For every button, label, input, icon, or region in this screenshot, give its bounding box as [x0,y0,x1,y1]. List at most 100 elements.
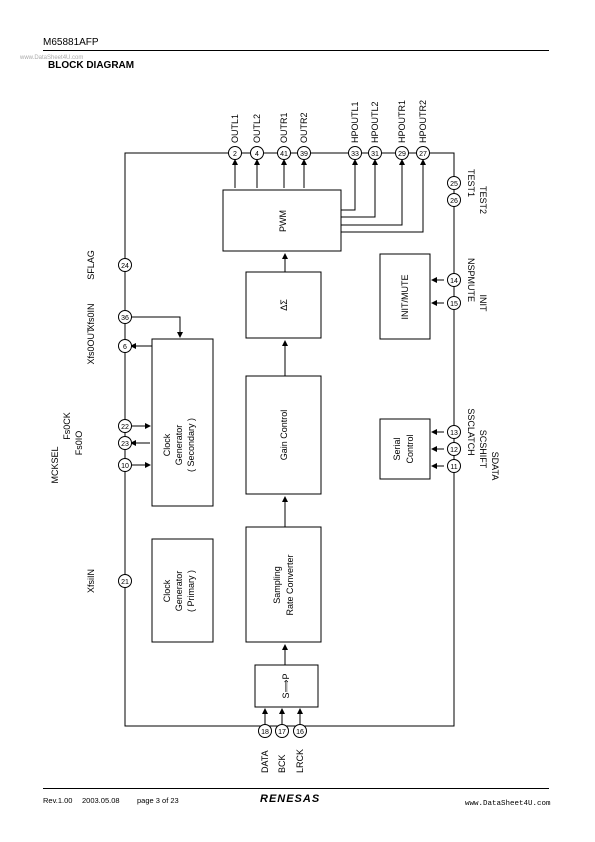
s-to-p-block: S⟹P [254,664,319,708]
svg-text:41: 41 [280,151,288,158]
pin-14: 14 NSPMUTE [447,258,476,302]
pin-label-sflag: SFLAG [86,250,96,280]
clkgen-sec-label-3: ( Secondary ) [186,418,196,472]
gain-control-block: Gain Control [245,375,322,495]
svg-text:27: 27 [419,151,427,158]
pin-label-fs0io: Fs0IO [74,431,84,456]
svg-text:6: 6 [123,344,127,351]
s-to-p-label: S⟹P [281,674,291,699]
clkgen-pri-label-1: Clock [162,579,172,602]
svg-text:26: 26 [450,198,458,205]
pin-label-bck: BCK [277,754,287,773]
pwm-block: PWM [222,189,342,252]
pin-label-outr2: OUTR2 [299,112,309,143]
pin-4: 4 OUTL2 [250,114,264,160]
delta-sigma-block: ΔΣ [245,271,322,339]
svg-text:21: 21 [121,579,129,586]
footer-rule [43,788,549,789]
svg-text:16: 16 [296,729,304,736]
svg-text:24: 24 [121,263,129,270]
svg-text:22: 22 [121,424,129,431]
pin-13: 13 SSCLATCH [447,408,476,456]
footer-page: page 3 of 23 [137,796,179,805]
pin-10: 10 MCKSEL [50,446,132,484]
sampling-rate-converter-block: Sampling Rate Converter [245,526,322,643]
svg-text:17: 17 [278,729,286,736]
clkgen-pri-label-2: Generator [174,571,184,612]
header-rule [43,50,549,51]
svg-text:13: 13 [450,430,458,437]
pin-label-lrck: LRCK [295,749,305,773]
pin-22: 22 Fs0CK [62,412,132,440]
pin-41: 41 OUTR1 [277,112,291,160]
svg-text:31: 31 [371,151,379,158]
svg-text:12: 12 [450,447,458,454]
clkgen-pri-label-3: ( Primary ) [186,570,196,612]
serial-control-label-2: Control [405,434,415,463]
svg-text:36: 36 [121,315,129,322]
pin-26: 26 TEST2 [447,186,488,214]
footer-date: 2003.05.08 [82,796,120,805]
svg-text:15: 15 [450,301,458,308]
clock-generator-primary-block: Clock Generator ( Primary ) [151,538,214,643]
pin-label-ssclatch: SSCLATCH [466,408,476,455]
init-mute-block: INIT/MUTE [379,253,431,340]
svg-text:10: 10 [121,463,129,470]
svg-text:39: 39 [300,151,308,158]
pin-label-hpoutl2: HPOUTL2 [370,101,380,143]
pwm-label: PWM [278,210,288,232]
pin-label-outl2: OUTL2 [252,114,262,143]
watermark: www.DataSheet4U.com [20,55,84,61]
pin-11: 11 SDATA [447,452,500,481]
pin-label-xfsiin: XfsiIN [86,569,96,593]
clock-generator-secondary-block: Clock Generator ( Secondary ) [151,338,214,507]
svg-text:14: 14 [450,278,458,285]
pin-27: 27 HPOUTR2 [416,100,430,160]
pin-label-hpoutr2: HPOUTR2 [418,100,428,143]
svg-text:18: 18 [261,729,269,736]
svg-text:2: 2 [233,151,237,158]
footer-site: www.DataSheet4U.com [465,800,551,808]
pin-label-nspmute: NSPMUTE [466,258,476,302]
part-number: M65881AFP [43,37,99,48]
pin-label-mcksel: MCKSEL [50,446,60,483]
pin-label-outl1: OUTL1 [230,114,240,143]
serial-control-label-1: Serial [392,437,402,460]
pin-label-test2: TEST2 [478,186,488,214]
pin-23: 23 Fs0IO [74,431,132,456]
pin-label-data: DATA [260,750,270,773]
pin-12: 12 SCSHIFT [447,430,488,469]
pin-15: 15 INIT [447,295,488,313]
pin-label-hpoutl1: HPOUTL1 [350,101,360,143]
pin-6: 6 Xfs0OUT [86,327,132,365]
svg-text:23: 23 [121,441,129,448]
renesas-logo: RENESAS [260,793,321,805]
pin-label-xfs0out: Xfs0OUT [86,327,96,365]
pin-label-init: INIT [478,295,488,313]
delta-sigma-label: ΔΣ [279,299,289,311]
pin-label-outr1: OUTR1 [279,112,289,143]
pin-label-scshift: SCSHIFT [478,430,488,469]
svg-text:4: 4 [255,151,259,158]
pin-39: 39 OUTR2 [297,112,311,160]
pin-label-sdata: SDATA [490,452,500,481]
serial-control-block: Serial Control [379,418,431,480]
src-label-1: Sampling [272,566,282,604]
svg-text:11: 11 [450,464,457,471]
pin-24: 24 SFLAG [86,250,132,280]
pin-label-hpoutr1: HPOUTR1 [397,100,407,143]
clkgen-sec-label-1: Clock [162,433,172,456]
pin-label-fs0ck: Fs0CK [62,412,72,440]
pin-21: 21 XfsiIN [86,569,132,593]
src-label-2: Rate Converter [285,554,295,615]
